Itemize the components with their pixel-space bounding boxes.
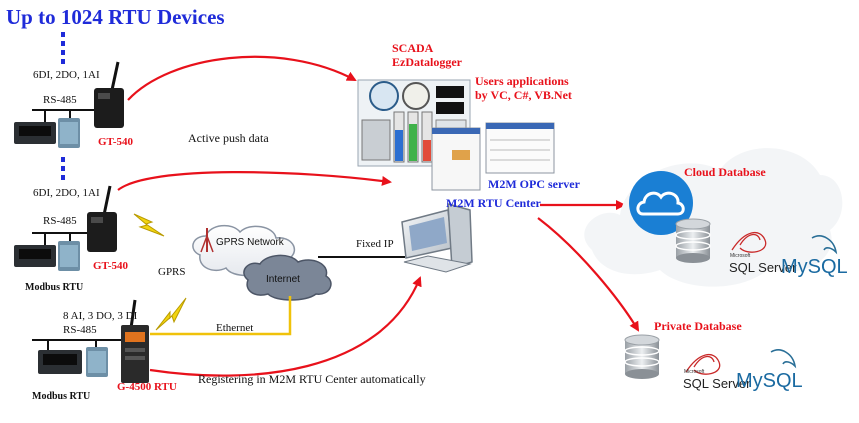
internet-cloud (243, 254, 332, 301)
g4500-device (121, 299, 149, 383)
modbus-rtu-label-1: Modbus RTU (25, 282, 84, 293)
rs485-bus-lines (32, 109, 125, 350)
mssql-small-1: Microsoft (730, 253, 751, 259)
cloud-database-label: Cloud Database (684, 165, 766, 179)
mysql-dolphin-2 (770, 349, 797, 369)
azure-cloud-icon (629, 171, 693, 235)
fixed-ip-label: Fixed IP (356, 238, 394, 250)
ezdatalogger-label: EzDatalogger (392, 55, 462, 69)
gt540-device-mid (87, 185, 117, 252)
g4500-name: G-4500 RTU (117, 381, 177, 393)
scada-label: SCADA (392, 41, 434, 55)
mysql-label-1: MySQL (781, 256, 848, 278)
gt540-device-top (94, 61, 124, 128)
sql-server-logo-1 (731, 231, 767, 253)
mysql-dolphin-1 (811, 235, 838, 255)
user-app-screenshots (431, 122, 555, 191)
gt540-mid-bus: RS-485 (43, 215, 77, 227)
g4500-bus: RS-485 (63, 324, 97, 336)
gt540-mid-io: 6DI, 2DO, 1AI (33, 187, 100, 199)
ethernet-line (150, 296, 292, 336)
mssql-small-2: Microsoft (684, 369, 705, 375)
wireless-signal-gprs (133, 213, 165, 237)
meter-3 (38, 347, 108, 377)
modbus-rtu-label-2: Modbus RTU (32, 391, 91, 402)
diagram-title: Up to 1024 RTU Devices (6, 5, 225, 29)
mssql-label-1: SQL Server (729, 260, 797, 275)
user-apps-label-2: by VC, C#, VB.Net (475, 88, 572, 102)
gprs-network-label: GPRS Network (216, 237, 284, 248)
opc-server-label: M2M OPC server (488, 177, 580, 191)
ethernet-label: Ethernet (216, 322, 254, 334)
g4500-io: 8 AI, 3 DO, 3 DI (63, 310, 138, 322)
server-pc (401, 203, 473, 273)
cloud-glyph (636, 191, 685, 216)
meter-1 (14, 118, 80, 148)
gprs-label: GPRS (158, 266, 186, 278)
gt540-top-name: GT-540 (98, 136, 134, 148)
gt540-mid-name: GT-540 (93, 260, 129, 272)
cloud-db-cylinder (675, 218, 711, 263)
sql-server-logo-2 (685, 353, 721, 375)
mssql-label-2: SQL Server (683, 376, 751, 391)
more-devices-dots-mid (61, 157, 65, 180)
wireless-signal-g4500 (155, 297, 187, 331)
gt540-top-bus: RS-485 (43, 94, 77, 106)
more-devices-dots-top (61, 32, 65, 64)
registering-label: Registering in M2M RTU Center automatica… (198, 372, 426, 386)
data-flow-arrows (117, 55, 640, 377)
rtu-center-label: M2M RTU Center (446, 196, 541, 210)
gt540-top-io: 6DI, 2DO, 1AI (33, 69, 100, 81)
private-db-cylinder (624, 334, 660, 379)
user-apps-label-1: Users applications (475, 74, 569, 88)
internet-label: Internet (266, 274, 300, 285)
mysql-label-2: MySQL (736, 370, 803, 392)
meter-2 (14, 241, 80, 271)
active-push-label: Active push data (188, 131, 269, 145)
private-database-label: Private Database (654, 319, 742, 333)
